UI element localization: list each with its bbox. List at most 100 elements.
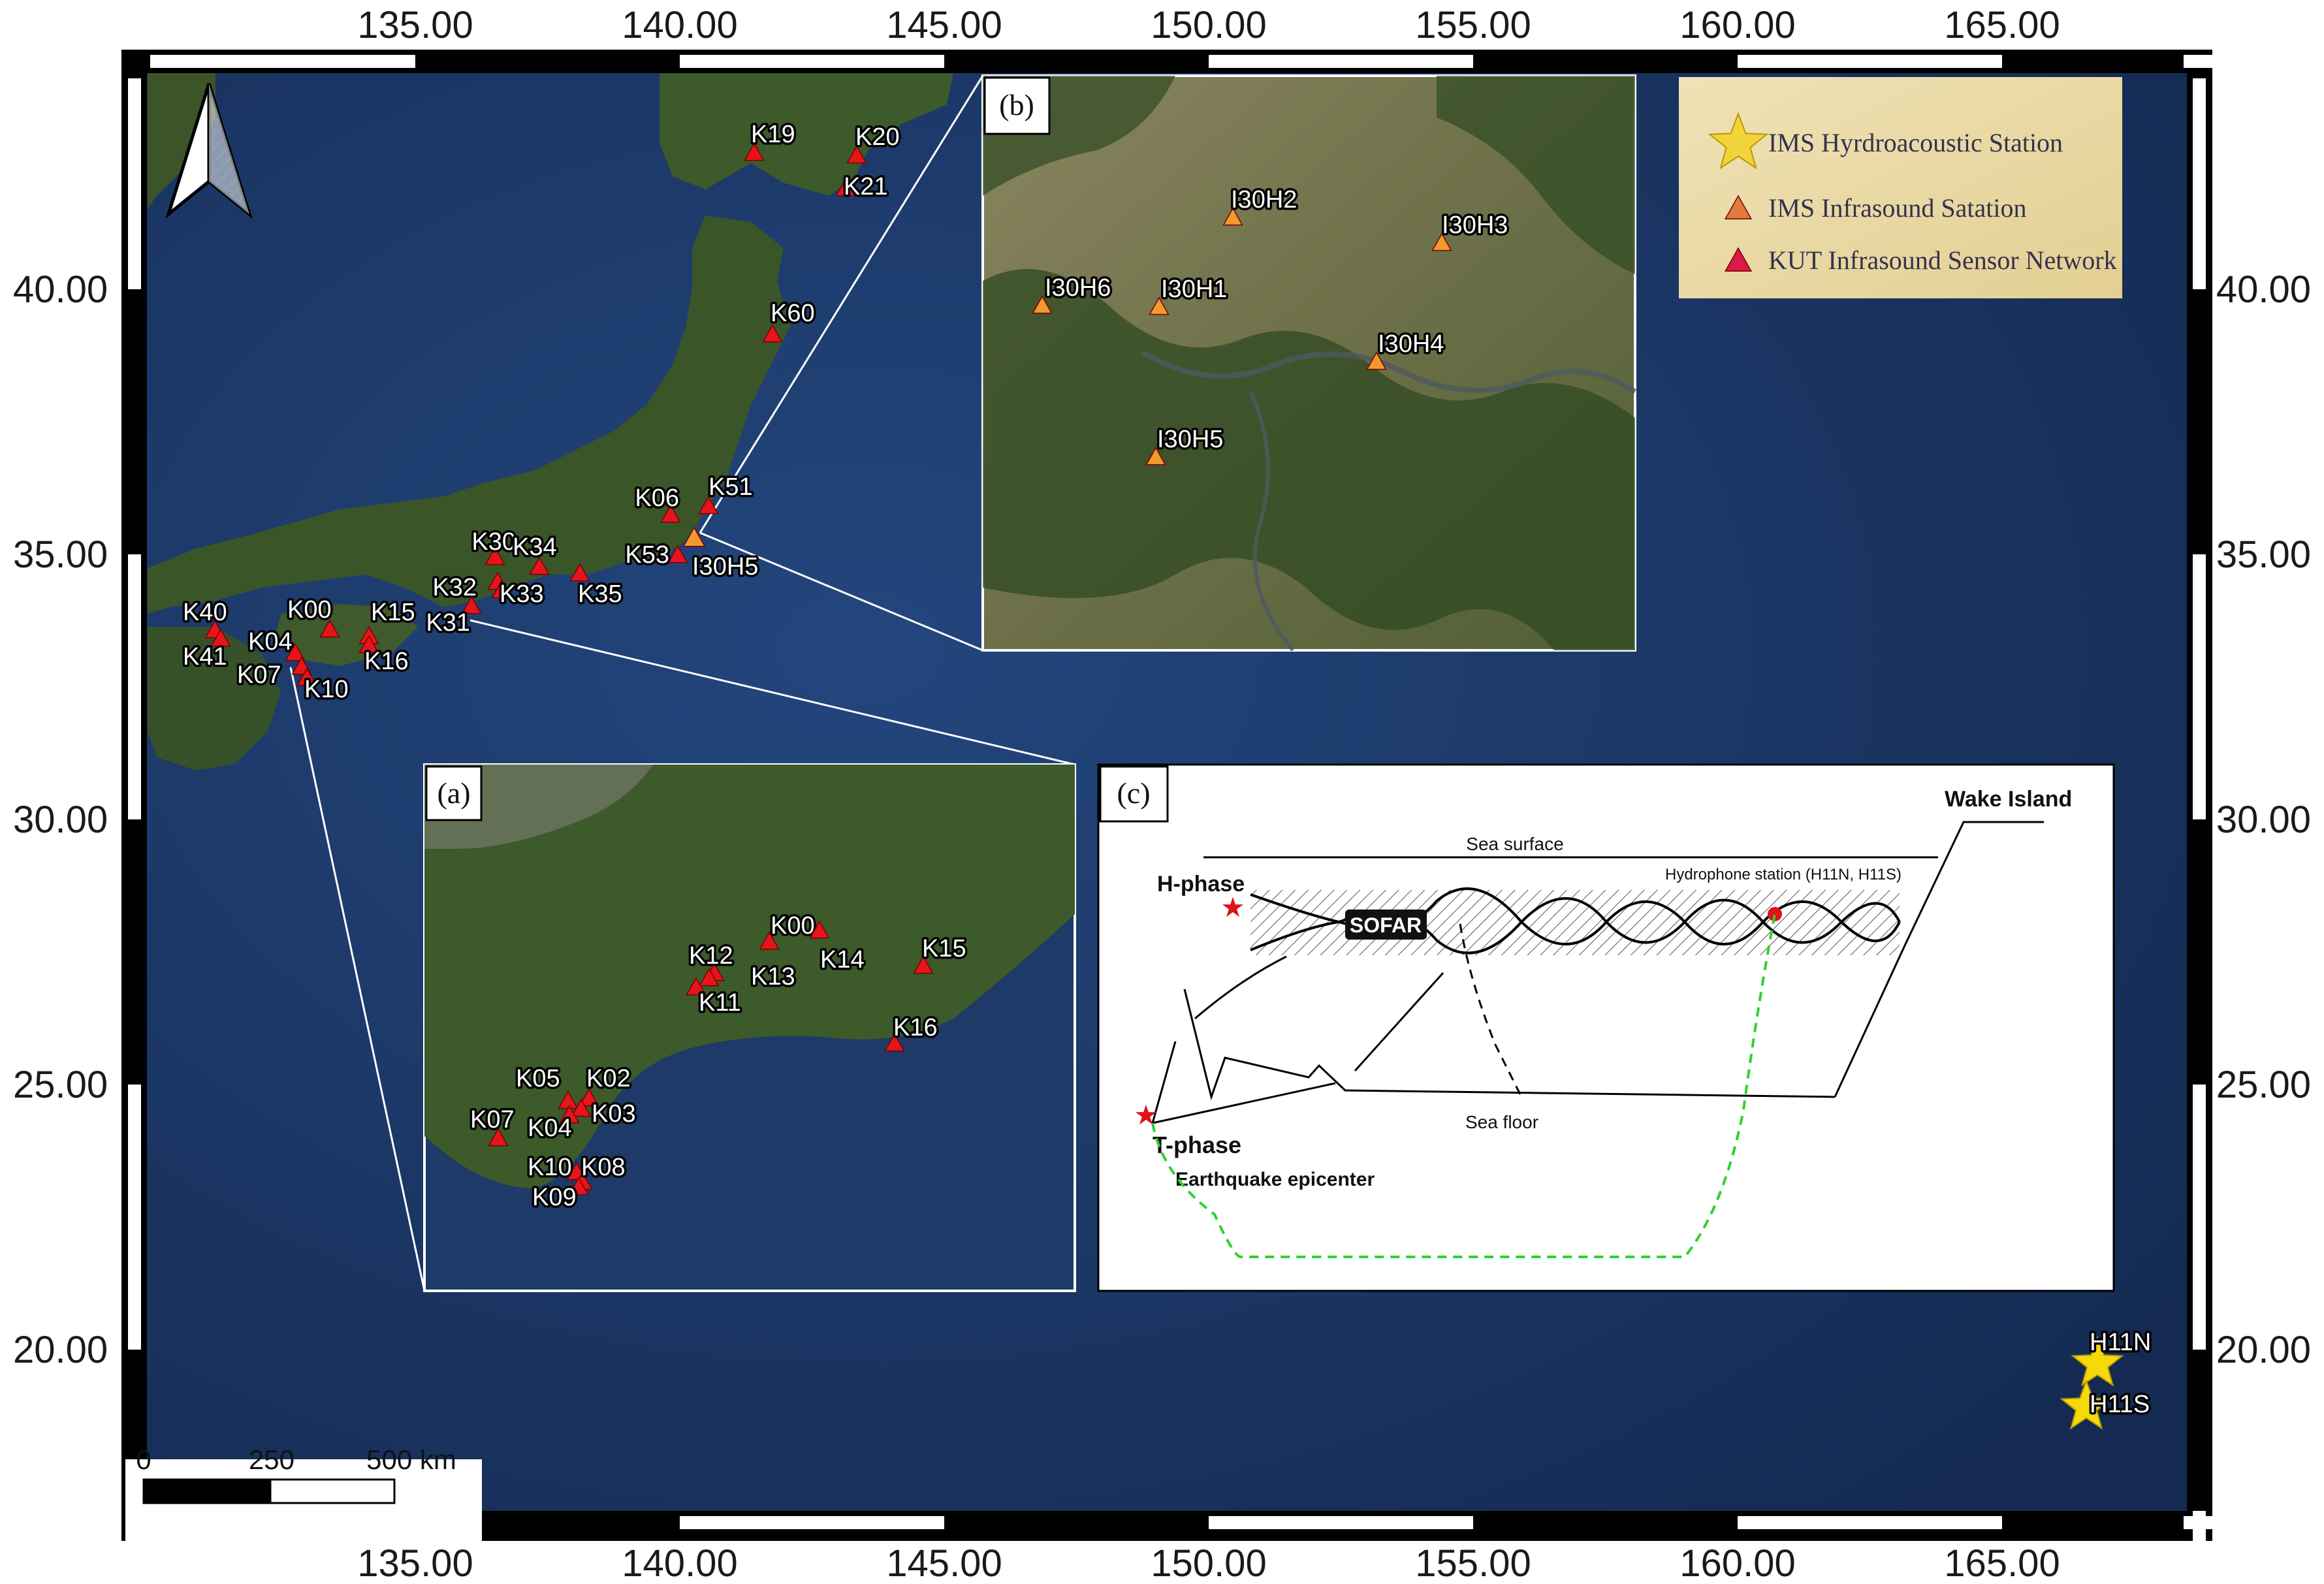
station-label-k33: K33 xyxy=(500,580,544,608)
inset-a-label-k05: K05 xyxy=(516,1065,560,1092)
inset-a-label-k10: K10 xyxy=(528,1154,572,1181)
legend-star-icon xyxy=(1708,112,1769,170)
inset-b-label-i30h1: I30H1 xyxy=(1161,276,1227,303)
frame-segment xyxy=(2193,1511,2206,1541)
inset-a-marker-k13 xyxy=(699,968,720,987)
station-marker-k51 xyxy=(698,496,719,515)
station-label-k15: K15 xyxy=(371,599,415,626)
station-marker-k34 xyxy=(529,556,550,575)
t-phase-path xyxy=(1151,913,1776,1258)
station-label-k32: K32 xyxy=(432,574,477,601)
inset-a-marker-k16 xyxy=(884,1033,905,1052)
frame-segment xyxy=(1738,1516,2002,1529)
station-marker-k06 xyxy=(660,504,681,523)
kyushu xyxy=(148,627,281,770)
frame-segment xyxy=(2193,554,2206,819)
inset-b-tag: (b) xyxy=(999,88,1034,121)
inset-a-label-k11: K11 xyxy=(699,989,741,1017)
y-tick-label-left: 35.00 xyxy=(13,533,108,576)
inset-a-marker-k09 xyxy=(568,1177,589,1196)
inset-a-label-k08: K08 xyxy=(581,1154,626,1181)
x-tick-label-bottom: 160.00 xyxy=(1679,1542,1795,1584)
station-marker-k41 xyxy=(210,628,231,647)
wake-island-label: Wake Island xyxy=(1945,787,2072,812)
frame-segment xyxy=(2193,1085,2206,1350)
epicenter-label: Earthquake epicenter xyxy=(1175,1169,1375,1190)
station-label-k16: K16 xyxy=(364,648,409,675)
x-tick-label-bottom: 150.00 xyxy=(1151,1542,1266,1584)
inset-a-label-k03: K03 xyxy=(592,1100,636,1128)
station-marker-k19 xyxy=(744,142,765,161)
scale-label-250: 250 xyxy=(249,1444,294,1475)
land-masses xyxy=(148,73,953,770)
station-marker-k33 xyxy=(491,580,512,599)
inset-a-marker-k14 xyxy=(809,920,830,939)
scale-label-0: 0 xyxy=(136,1444,151,1475)
frame-ticks xyxy=(128,55,2212,1541)
station-label-k00: K00 xyxy=(287,596,332,624)
legend-triangle-icon xyxy=(1724,247,1753,272)
station-marker-k31 xyxy=(461,595,482,614)
inset-b-marker-i30h6 xyxy=(1032,295,1053,314)
frame-segment xyxy=(1738,55,2002,68)
inset-a-label-k15: K15 xyxy=(922,935,966,962)
y-tick-label-right: 40.00 xyxy=(2216,268,2311,311)
inset-a-label-k09: K09 xyxy=(532,1184,577,1211)
station-marker-k10 xyxy=(296,667,317,686)
inset-b-marker-i30h1 xyxy=(1149,296,1170,315)
inset-a-label-k14: K14 xyxy=(820,946,865,974)
x-tick-label-top: 145.00 xyxy=(886,4,1002,46)
inset-b-marker-i30h3 xyxy=(1431,232,1452,251)
scale-label-500: 500 km xyxy=(366,1444,456,1475)
inset-a-marker-k04 xyxy=(559,1105,580,1124)
h-phase-star-icon: ★ xyxy=(1220,892,1245,923)
x-tick-label-bottom: 155.00 xyxy=(1415,1542,1531,1584)
station-marker-i30h5 xyxy=(682,526,706,547)
x-tick-label-bottom: 165.00 xyxy=(1944,1542,2060,1584)
y-tick-label-left: 20.00 xyxy=(13,1329,108,1371)
station-label-k10: K10 xyxy=(304,676,349,703)
axis-labels: 135.00135.00140.00140.00145.00145.00150.… xyxy=(13,4,2311,1584)
frame-segment xyxy=(1209,55,1473,68)
frame-segment xyxy=(128,78,141,289)
inset-a-label-k07: K07 xyxy=(470,1106,515,1133)
x-tick-label-bottom: 135.00 xyxy=(357,1542,473,1584)
inset-a-marker-k00 xyxy=(759,931,780,950)
y-tick-label-right: 35.00 xyxy=(2216,533,2311,576)
station-marker-k20 xyxy=(846,145,867,164)
station-label-k40: K40 xyxy=(183,599,227,626)
x-tick-label-top: 150.00 xyxy=(1151,4,1266,46)
epicenter-star-icon: ★ xyxy=(1134,1100,1158,1130)
inset-a-label-k16: K16 xyxy=(893,1014,938,1041)
x-tick-label-bottom: 140.00 xyxy=(622,1542,737,1584)
legend-item-label: IMS Infrasound Satation xyxy=(1768,193,2027,223)
sea-floor-outline xyxy=(1183,989,1836,1101)
hokkaido xyxy=(660,73,953,196)
station-label-k19: K19 xyxy=(751,121,795,148)
inset-a-marker-k15 xyxy=(913,955,934,974)
sea-floor-label: Sea floor xyxy=(1465,1112,1538,1132)
x-tick-label-top: 160.00 xyxy=(1679,4,1795,46)
inset-c: (c) Sea surface Wake Island SOFAR H-phas… xyxy=(1097,763,2115,1292)
zoom-lines xyxy=(289,75,1075,1291)
inset-a-marker-k07 xyxy=(488,1128,509,1147)
station-label-k06: K06 xyxy=(635,484,679,512)
honshu xyxy=(148,215,790,614)
station-label-k20: K20 xyxy=(855,123,900,151)
station-marker-k16 xyxy=(358,635,379,654)
x-tick-label-top: 155.00 xyxy=(1415,4,1531,46)
x-tick-label-top: 165.00 xyxy=(1944,4,2060,46)
hydro-label-h11s: H11S xyxy=(2090,1391,2150,1418)
frame-segment xyxy=(680,1516,944,1529)
station-label-k35: K35 xyxy=(578,580,622,608)
korea xyxy=(148,73,215,209)
hydro-star-icon-h11n xyxy=(2071,1336,2124,1387)
station-label-k51: K51 xyxy=(708,473,753,501)
sofar-label: SOFAR xyxy=(1350,913,1422,937)
station-marker-k21 xyxy=(835,178,856,197)
